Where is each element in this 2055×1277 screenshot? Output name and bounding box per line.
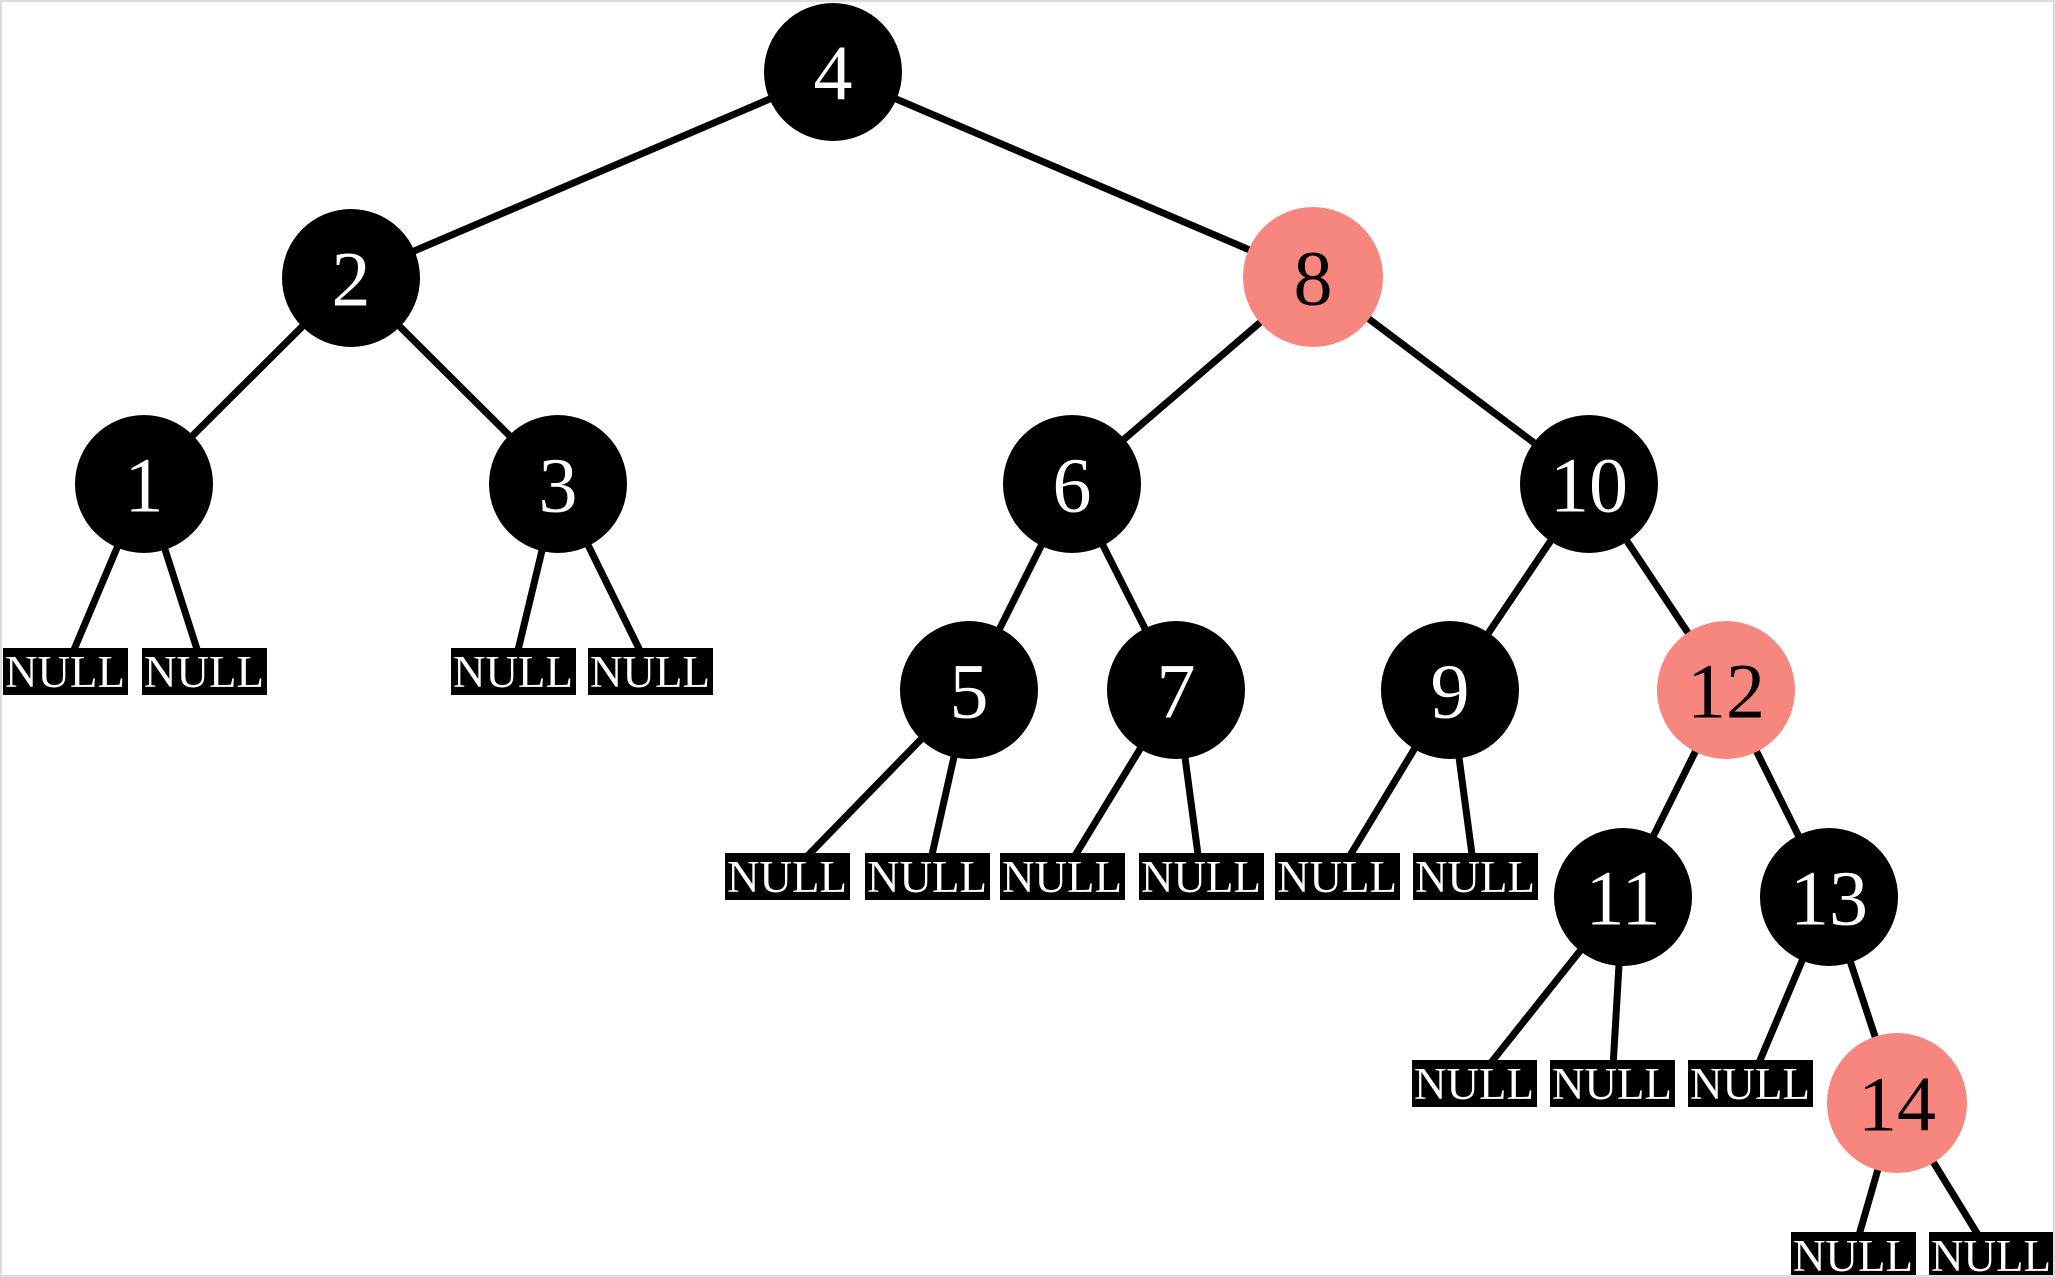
node-14-label: 14 [1858,1060,1936,1147]
node-14-circle [1827,1033,1967,1173]
null-box-label: NULL [1552,1059,1672,1109]
node-1-circle [75,415,213,553]
null-box [1791,1232,1916,1275]
null-box-label: NULL [867,852,987,902]
null-box [1550,1060,1675,1107]
node-7-label: 7 [1157,647,1196,734]
node-11-label: 11 [1585,854,1660,941]
null-box-label: NULL [144,647,264,697]
null-box-label: NULL [5,647,125,697]
node-5-circle [900,621,1038,759]
node-3-label: 3 [539,441,578,528]
node-1-label: 1 [125,441,164,528]
null-box [1139,853,1264,900]
null-box-label: NULL [1414,1059,1534,1109]
null-box-label: NULL [1002,852,1122,902]
node-4-label: 4 [814,29,853,116]
tree-nodes: 4 2 8 1 3 6 10 5 7 9 12 11 13 14 [75,3,1967,1173]
node-10-label: 10 [1550,441,1628,528]
node-8-circle [1243,207,1383,347]
null-leaves: NULL NULL NULL NULL NULL NULL NULL NULL … [3,647,2053,1275]
null-box [865,853,990,900]
edge-4-8 [831,68,1315,281]
node-13-circle [1760,828,1898,966]
node-12-label: 12 [1687,647,1765,734]
node-3-circle [489,415,627,553]
null-box [725,853,850,900]
edge-4-2 [349,68,835,282]
null-box-label: NULL [453,647,573,697]
node-8-label: 8 [1294,234,1333,321]
node-11-circle [1554,828,1692,966]
null-box-label: NULL [1141,852,1261,902]
null-box [1688,1060,1813,1107]
node-13-label: 13 [1790,854,1868,941]
null-box-label: NULL [1415,852,1535,902]
null-box [588,648,713,695]
null-box [1413,853,1538,900]
null-box [1412,1060,1537,1107]
node-4-circle [764,3,902,141]
node-5-label: 5 [950,647,989,734]
node-9-circle [1381,621,1519,759]
node-6-circle [1003,415,1141,553]
null-box-label: NULL [1690,1059,1810,1109]
node-12-circle [1657,621,1795,759]
node-6-label: 6 [1053,441,1092,528]
node-7-circle [1107,621,1245,759]
null-box [1000,853,1125,900]
node-2-circle [282,209,420,347]
node-9-label: 9 [1431,647,1470,734]
null-box-label: NULL [727,852,847,902]
null-box-label: NULL [1277,852,1397,902]
node-2-label: 2 [332,235,371,322]
null-box-label: NULL [1793,1231,1913,1275]
null-box [1275,853,1400,900]
null-box [3,648,128,695]
null-box [451,648,576,695]
null-box-label: NULL [1931,1231,2051,1275]
null-box [1929,1232,2053,1275]
null-box [142,648,267,695]
node-10-circle [1520,415,1658,553]
null-box-label: NULL [590,647,710,697]
